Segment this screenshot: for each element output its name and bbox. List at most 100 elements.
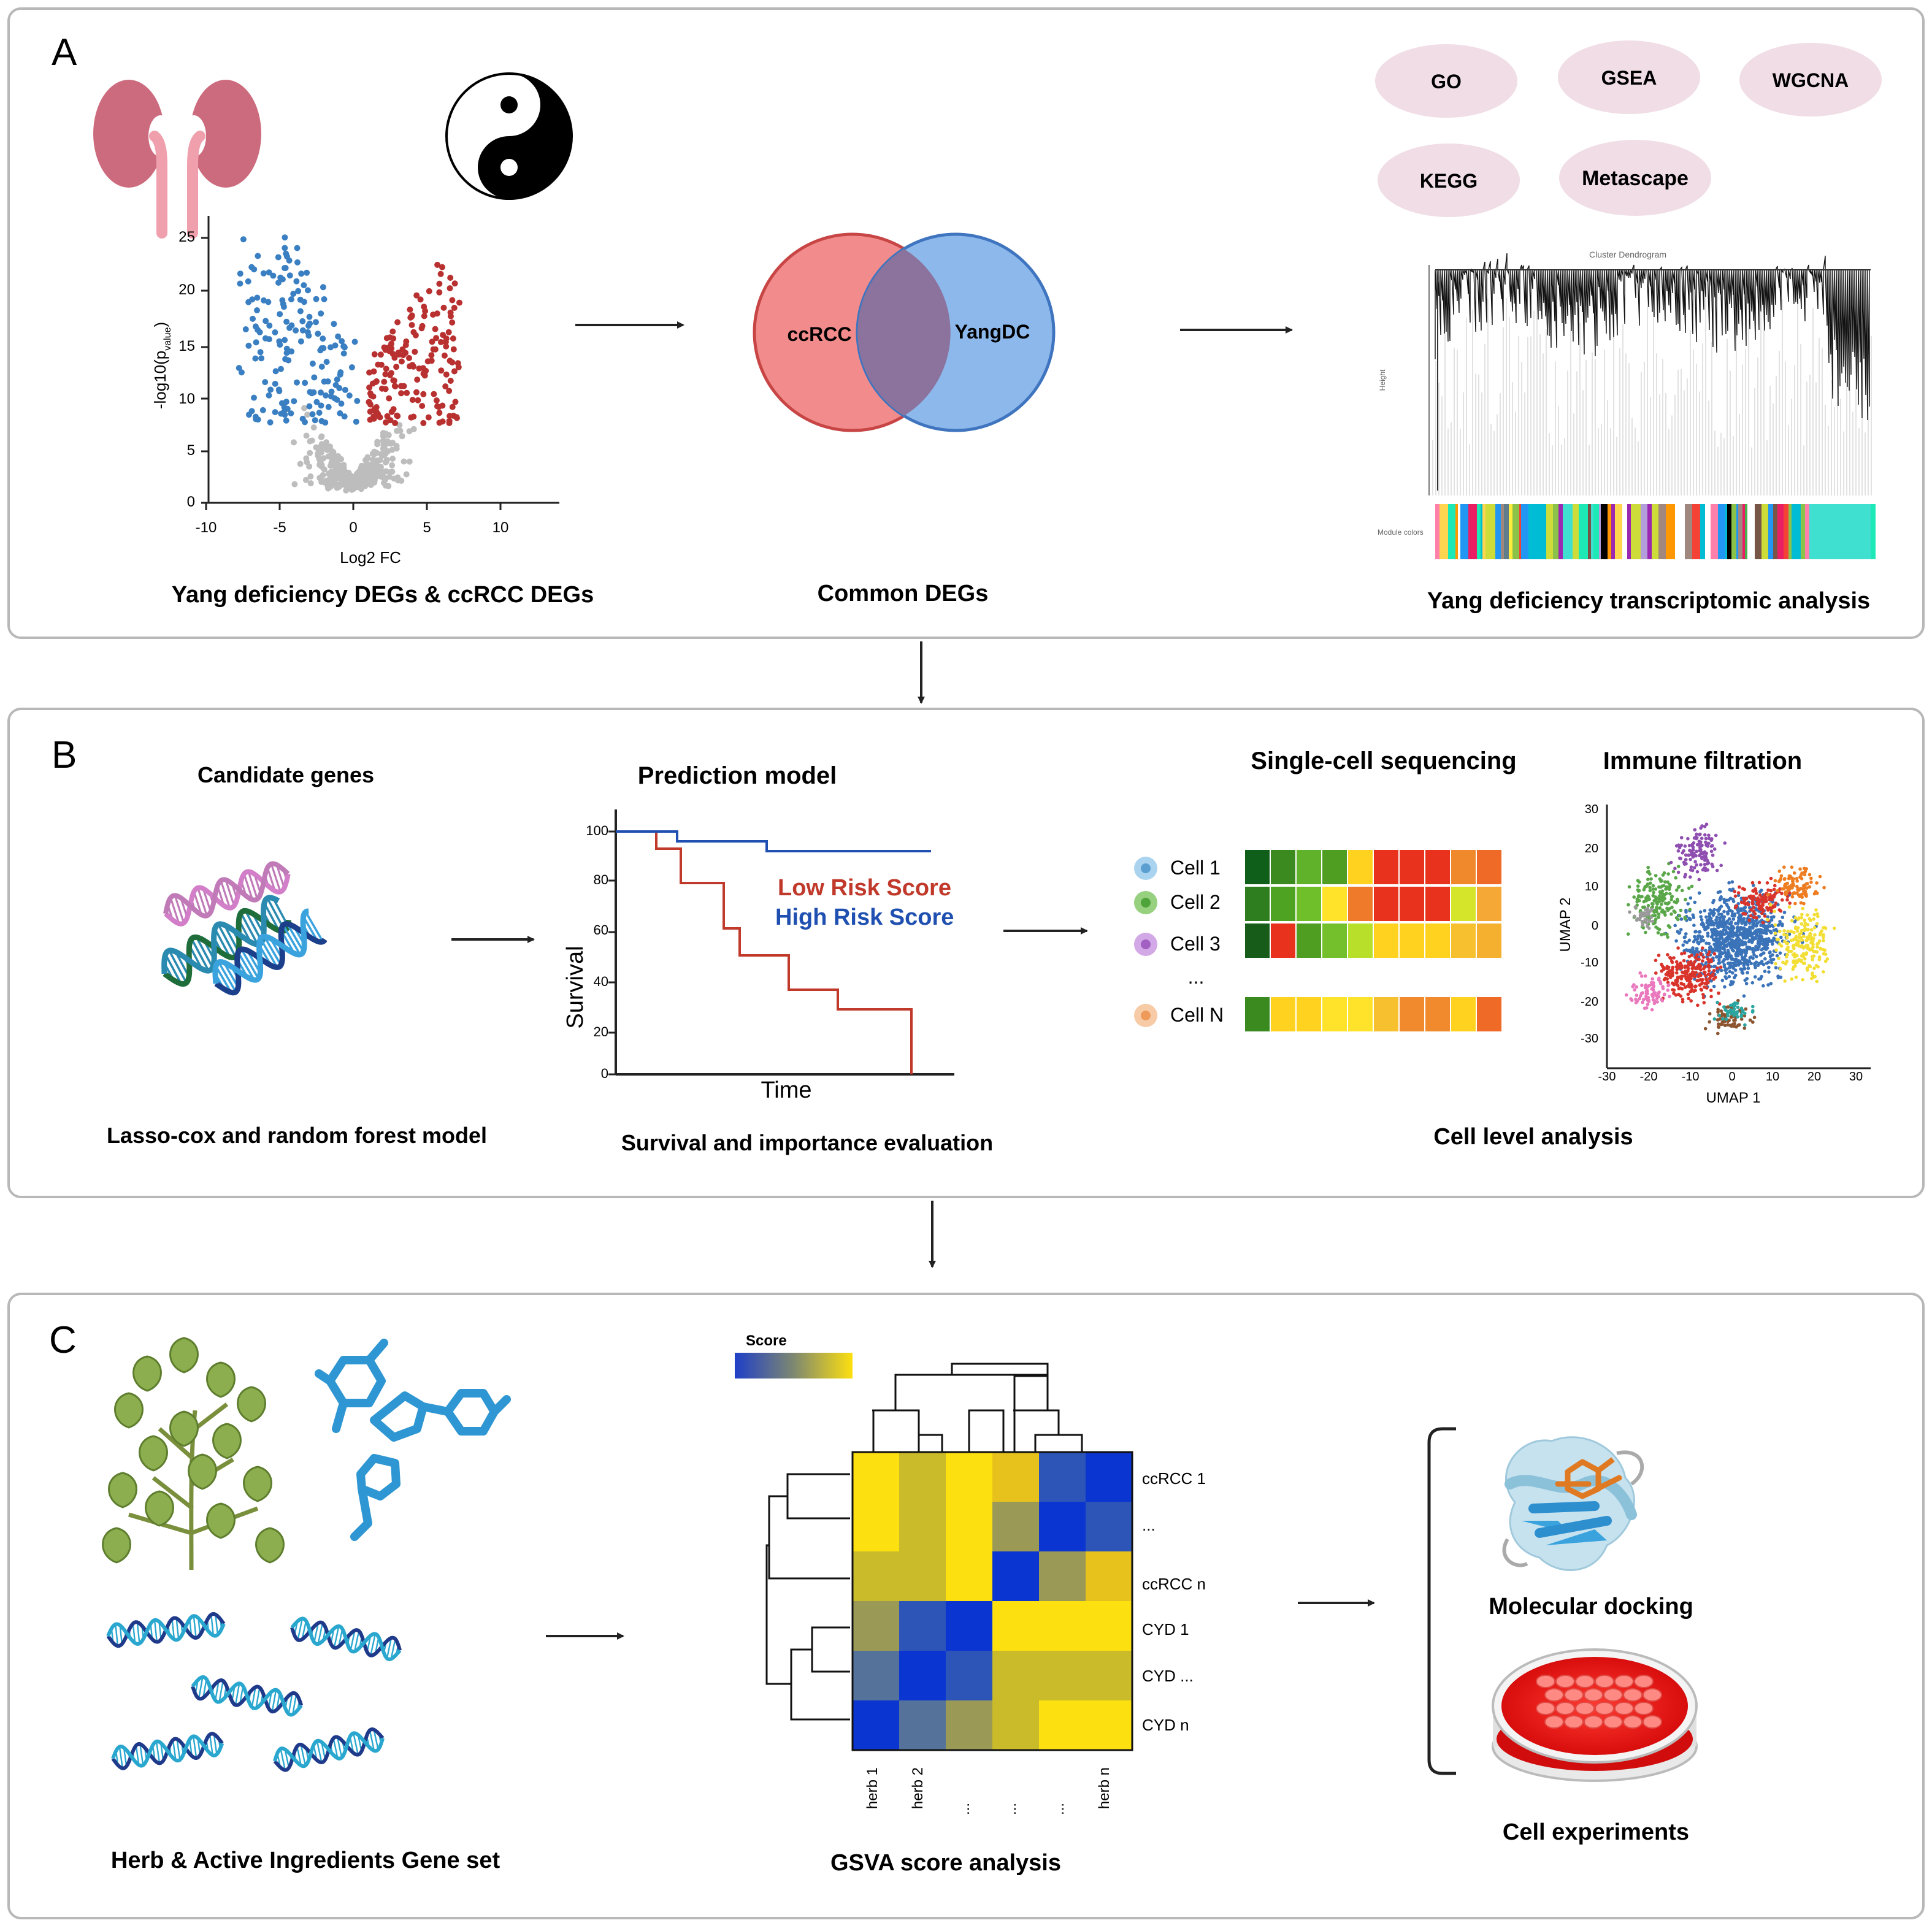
volcano-point-down <box>266 392 272 399</box>
umap-point <box>1689 977 1693 981</box>
umap-point <box>1741 943 1745 947</box>
volcano-point-up <box>436 289 442 296</box>
volcano-point-up <box>452 280 458 286</box>
gsva-cell <box>992 1601 1039 1651</box>
volcano-point-down <box>282 245 288 251</box>
volcano-point-up <box>450 335 456 342</box>
volcano-point-up <box>410 329 416 335</box>
umap-point <box>1660 890 1663 894</box>
volcano-point-up <box>436 281 442 287</box>
umap-point <box>1650 902 1654 906</box>
umap-point <box>1755 892 1758 895</box>
umap-point <box>1661 985 1665 988</box>
umap-point <box>1649 889 1652 893</box>
umap-point <box>1720 904 1723 908</box>
umap-point <box>1749 932 1752 936</box>
umap-point <box>1735 964 1738 968</box>
gsva-cell <box>899 1502 946 1551</box>
umap-point <box>1778 930 1782 933</box>
umap-point <box>1693 985 1697 988</box>
umap-point <box>1726 1014 1730 1018</box>
heatmap-cell <box>1297 887 1321 921</box>
volcano-point-down <box>339 400 345 407</box>
cell-label: ... <box>1188 966 1205 988</box>
gsva-cell <box>946 1551 992 1601</box>
volcano-point-up <box>386 348 393 354</box>
umap-point <box>1639 911 1643 915</box>
umap-point <box>1704 855 1708 858</box>
km-legend-high: High Risk Score <box>775 904 954 930</box>
col-label: herb n <box>1096 1767 1113 1809</box>
volcano-point-down <box>249 296 255 302</box>
umap-point <box>1774 949 1778 952</box>
km-ytick: 60 <box>594 922 608 938</box>
umap-point <box>1678 857 1682 860</box>
umap-point <box>1806 928 1810 931</box>
umap-point <box>1796 942 1800 946</box>
umap-point <box>1810 928 1814 932</box>
umap-point <box>1666 902 1669 906</box>
umap-point <box>1785 960 1789 963</box>
volcano-point-ns <box>326 470 332 476</box>
umap-point <box>1784 883 1787 887</box>
umap-point <box>1766 893 1770 897</box>
umap-point <box>1749 908 1753 912</box>
umap-point <box>1715 955 1719 958</box>
umap-point <box>1708 1012 1712 1015</box>
heatmap-cell <box>1271 887 1295 921</box>
umap-point <box>1684 917 1687 921</box>
umap-point <box>1696 843 1700 847</box>
umap-point <box>1683 936 1687 939</box>
volcano-xtick: 5 <box>423 519 431 536</box>
volcano-point-up <box>438 367 444 373</box>
umap-point <box>1792 945 1795 949</box>
umap-point <box>1643 888 1646 892</box>
umap-point <box>1752 916 1756 920</box>
umap-point <box>1669 912 1673 916</box>
method-go: GO <box>1431 71 1462 93</box>
umap-point <box>1765 938 1768 941</box>
umap-point <box>1698 839 1701 843</box>
umap-point <box>1802 952 1806 956</box>
umap-ytick: 20 <box>1585 842 1598 855</box>
umap-point <box>1713 847 1717 851</box>
umap-point <box>1778 943 1782 946</box>
volcano-point-down <box>347 392 353 399</box>
umap-point <box>1809 935 1812 938</box>
umap-point <box>1695 953 1699 957</box>
umap-ytick: -20 <box>1581 995 1598 1009</box>
venn-label-right: YangDC <box>955 321 1030 343</box>
volcano-point-ns <box>407 459 413 465</box>
umap-point <box>1743 979 1747 982</box>
umap-point <box>1703 1001 1706 1004</box>
umap-point <box>1762 925 1766 928</box>
umap-point <box>1788 887 1792 890</box>
umap-point <box>1644 974 1647 978</box>
umap-point <box>1795 879 1799 883</box>
umap-point <box>1688 955 1692 958</box>
volcano-point-down <box>240 236 247 242</box>
umap-point <box>1692 852 1695 856</box>
volcano-point-down <box>283 265 289 271</box>
umap-point <box>1651 920 1655 923</box>
volcano-point-down <box>267 387 274 393</box>
volcano-point-down <box>301 282 307 288</box>
umap-point <box>1720 969 1723 973</box>
umap-point <box>1687 993 1690 996</box>
umap-point <box>1706 957 1710 961</box>
volcano-point-up <box>366 384 372 391</box>
umap-point <box>1700 844 1704 847</box>
umap-point <box>1763 914 1767 918</box>
umap-point <box>1633 914 1636 918</box>
volcano-point-up <box>429 358 435 364</box>
umap-point <box>1728 888 1732 892</box>
volcano-point-up <box>399 359 405 365</box>
umap-point <box>1657 992 1660 995</box>
heatmap-cell <box>1245 923 1270 958</box>
umap-point <box>1741 887 1745 890</box>
umap-point <box>1819 875 1822 879</box>
umap-point <box>1693 860 1697 863</box>
umap-point <box>1671 895 1674 898</box>
volcano-point-up <box>375 362 381 368</box>
umap-point <box>1774 962 1777 966</box>
